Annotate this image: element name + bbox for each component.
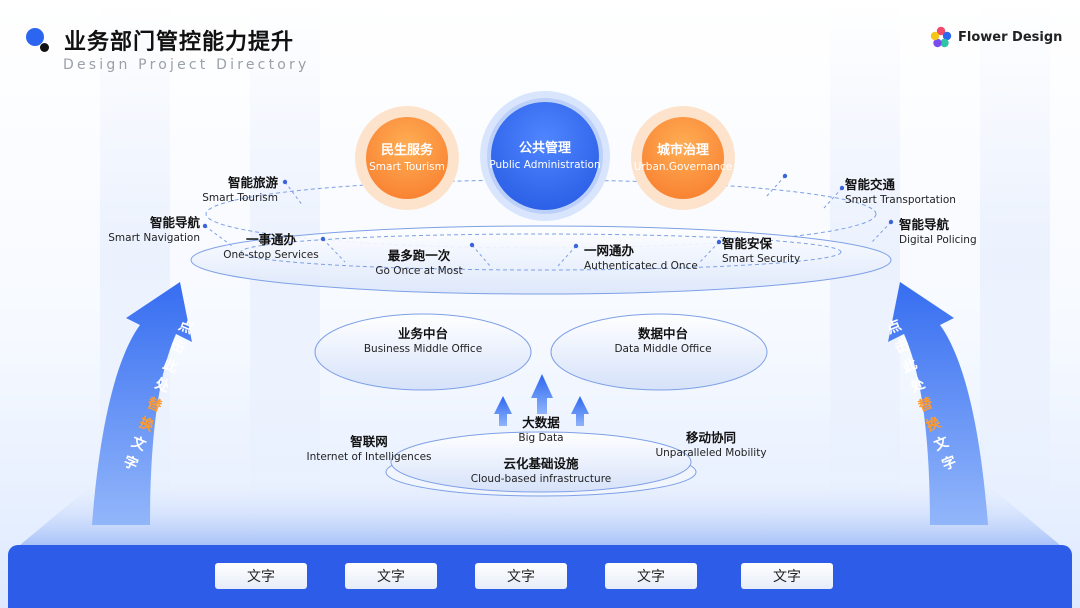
label-one-network: 一网通办 Authenticatec d Once <box>584 243 698 272</box>
circle-livelihood: 民生服务 Smart Tourism <box>366 117 448 199</box>
label-smart-security: 智能安保 Smart Security <box>722 236 801 265</box>
bottom-button-4[interactable]: 文字 <box>605 563 697 589</box>
circle-city-governance: 城市治理 Urban.Governance <box>634 117 732 199</box>
bottom-button-5[interactable]: 文字 <box>741 563 833 589</box>
circle-public-admin: 公共管理 Public Administration <box>489 102 601 210</box>
label-go-once: 最多跑一次 Go Once at Most <box>375 248 463 277</box>
up-arrow-icon <box>494 396 512 426</box>
page-subtitle: Design Project Directory <box>63 57 310 73</box>
bottom-button-1[interactable]: 文字 <box>215 563 307 589</box>
bottom-button-2[interactable]: 文字 <box>345 563 437 589</box>
title-dot-small-icon <box>40 43 49 52</box>
flower-logo-icon <box>930 26 952 48</box>
label-cloud-infrastructure: 云化基础设施 Cloud-based infrastructure <box>470 456 612 485</box>
up-arrow-icon <box>571 396 589 426</box>
label-business-middle-office: 业务中台 Business Middle Office <box>363 326 483 355</box>
background-column <box>980 0 1050 520</box>
bottom-button-3[interactable]: 文字 <box>475 563 567 589</box>
up-arrow-icon <box>531 374 553 414</box>
page-title: 业务部门管控能力提升 <box>64 30 295 55</box>
brand-logo: Flower Design <box>930 26 1062 48</box>
right-big-arrow-icon <box>888 282 988 525</box>
title-dot-icon <box>26 28 44 46</box>
label-mobility: 移动协同 Unparalleled Mobility <box>655 430 767 459</box>
label-digital-policing: 智能导航 Digital Policing <box>899 217 977 246</box>
label-smart-tourism: 智能旅游 Smart Tourism <box>202 175 278 204</box>
label-big-data: 大数据 Big Data <box>518 415 564 444</box>
label-data-middle-office: 数据中台 Data Middle Office <box>614 326 712 355</box>
label-smart-navigation: 智能导航 Smart Navigation <box>108 215 200 244</box>
label-internet-of-intelligences: 智联网 Internet of Intelligences <box>306 434 432 463</box>
brand-logo-text: Flower Design <box>958 29 1063 45</box>
label-smart-transportation: 智能交通 Smart Transportation <box>845 177 956 206</box>
label-one-stop: 一事通办 One-stop Services <box>223 232 319 261</box>
left-big-arrow-icon <box>92 282 192 525</box>
